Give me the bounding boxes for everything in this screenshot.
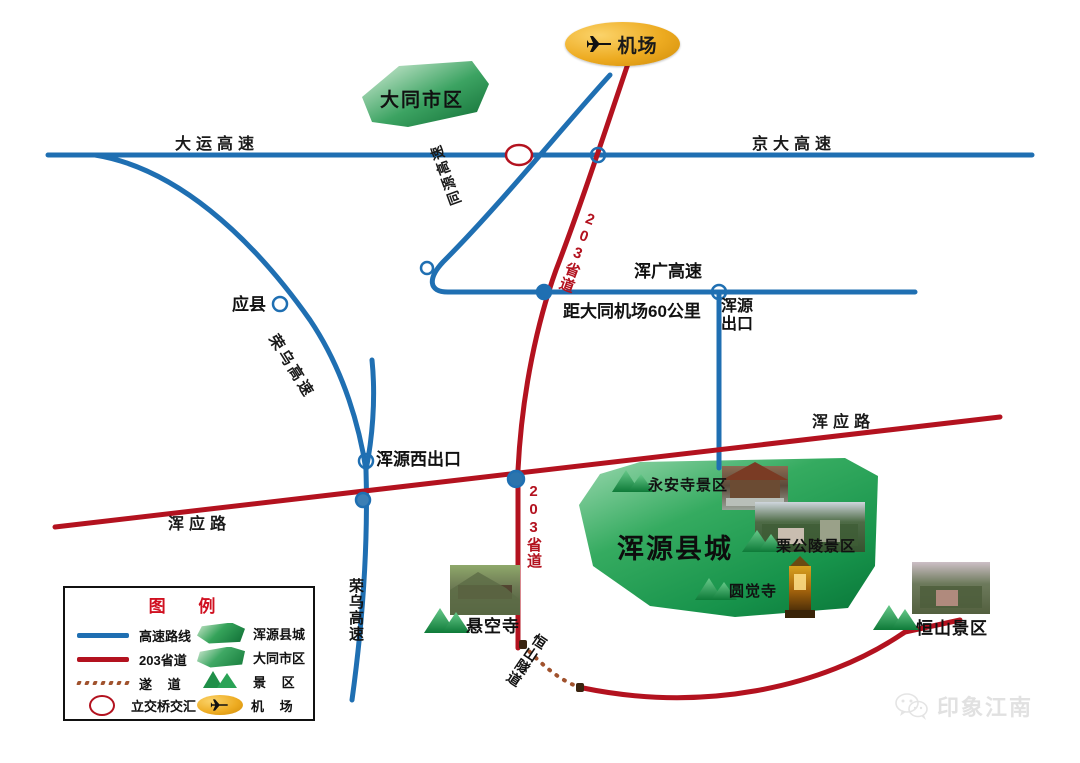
tunnel-portal-icons [519, 640, 584, 692]
legend-label-hunyuan-county: 浑源县城 [253, 626, 306, 642]
legend-item-highway: 高速路线 [77, 624, 191, 646]
mountain-icon-yuanjuesi [695, 578, 737, 600]
label-road-hunying-east: 浑应路 [812, 414, 876, 431]
legend-swatch-airport [197, 695, 243, 715]
label-scenic-ligongling: 栗公陵景区 [776, 538, 857, 555]
legend-box: 图 例 高速路线 203省道 遂 道 立交桥交汇 浑源县城 大同市区 [63, 586, 315, 721]
legend-swatch-datong-urban [197, 646, 245, 668]
region-label-datong: 大同市区 [380, 90, 465, 111]
label-scenic-hengshan: 恒山景区 [916, 619, 988, 638]
watermark: 印象江南 [895, 690, 1033, 722]
mountain-icon-yonganci [612, 470, 654, 492]
legend-label-s203: 203省道 [139, 652, 187, 668]
legend-label-scenic: 景 区 [253, 674, 301, 690]
legend-item-datong-urban: 大同市区 [197, 646, 305, 668]
airplane-icon-legend [210, 699, 228, 711]
road-hengshan-loop [580, 617, 963, 701]
legend-label-datong-urban: 大同市区 [253, 650, 306, 666]
label-highway-rongwu-south: 荣乌高速 [347, 578, 364, 642]
county-road-hunying [52, 414, 1003, 701]
wechat-icon [895, 693, 928, 720]
airplane-icon [587, 36, 612, 52]
label-highway-dayun: 大运高速 [175, 136, 260, 153]
scenic-mountain-icons [424, 470, 919, 633]
legend-swatch-scenic [197, 668, 245, 694]
legend-swatch-interchange [89, 694, 115, 716]
node-overpass-dayun [504, 143, 534, 167]
label-scenic-xuankongsi: 悬空寺 [466, 617, 520, 636]
legend-swatch-tunnel [76, 680, 130, 687]
label-node-yingxian: 应县 [232, 295, 266, 314]
node-tongyuan-bend [419, 260, 435, 276]
mountain-icon-ligongling [742, 530, 784, 552]
label-scenic-yonganci: 永安寺景区 [648, 477, 729, 494]
label-road-hunying-west: 浑应路 [168, 516, 232, 533]
legend-item-hunyuan-county: 浑源县城 [197, 622, 305, 644]
node-s203-hunying [506, 469, 526, 489]
label-airport-distance: 距大同机场60公里 [563, 302, 701, 321]
node-yingxian [271, 295, 289, 313]
watermark-text: 印象江南 [937, 695, 1034, 720]
label-highway-hunguang: 浑广高速 [634, 262, 702, 281]
road-s203-north [515, 37, 639, 473]
legend-item-s203: 203省道 [77, 648, 187, 670]
legend-swatch-s203 [77, 656, 129, 662]
interchange-nodes [271, 143, 728, 509]
highway-rongwu-north [92, 152, 369, 473]
region-label-hunyuan: 浑源县城 [617, 534, 733, 564]
legend-label-airport: 机 场 [251, 698, 299, 714]
region-datong-urban [362, 61, 489, 127]
tunnel-hengshan [521, 643, 584, 690]
legend-label-highway: 高速路线 [139, 628, 192, 644]
node-hunyuan-west-exit [357, 452, 375, 470]
label-node-hunyuan-exit-line2: 出口 [721, 315, 754, 333]
legend-swatch-highway [77, 632, 129, 638]
legend-item-scenic: 景 区 [197, 670, 301, 692]
label-road-s203-south: 203省道 [525, 483, 542, 569]
airport-label: 机场 [617, 35, 658, 57]
road-hunying-main [52, 414, 1003, 530]
label-highway-jingda: 京大高速 [752, 136, 837, 153]
highway-rongwu-link [363, 357, 377, 473]
photo-yuanjuesi-pagoda [785, 556, 815, 618]
label-node-hunyuan-west-exit: 浑源西出口 [376, 450, 461, 469]
highway-tongyuan-hunguang [429, 72, 918, 295]
airport-marker[interactable]: 机场 [565, 22, 680, 66]
label-node-hunyuan-exit: 浑源 出口 [721, 298, 753, 334]
legend-item-airport: 机 场 [197, 694, 299, 716]
node-s203-dayun [589, 146, 607, 164]
label-scenic-yuanjuesi: 圆觉寺 [729, 583, 778, 600]
legend-swatch-hunyuan-county [197, 622, 245, 644]
photo-ligongling [755, 502, 865, 552]
legend-item-tunnel: 遂 道 [76, 672, 187, 694]
node-hunyuan-exit [710, 283, 728, 301]
photo-hengshan [912, 562, 990, 614]
legend-label-tunnel: 遂 道 [139, 676, 187, 692]
legend-title: 图 例 [148, 597, 230, 616]
provincial-road-203 [515, 37, 639, 651]
mountain-icon-hengshan [873, 605, 919, 630]
photo-xuankongsi [450, 565, 520, 615]
mountain-icon-xuankongsi [424, 608, 470, 633]
label-node-hunyuan-exit-line1: 浑源 [721, 298, 754, 315]
node-rongwu-hunying [354, 491, 372, 509]
legend-item-interchange: 立交桥交汇 [89, 694, 196, 716]
legend-label-interchange: 立交桥交汇 [131, 698, 197, 714]
node-s203-hunguang [535, 283, 553, 301]
